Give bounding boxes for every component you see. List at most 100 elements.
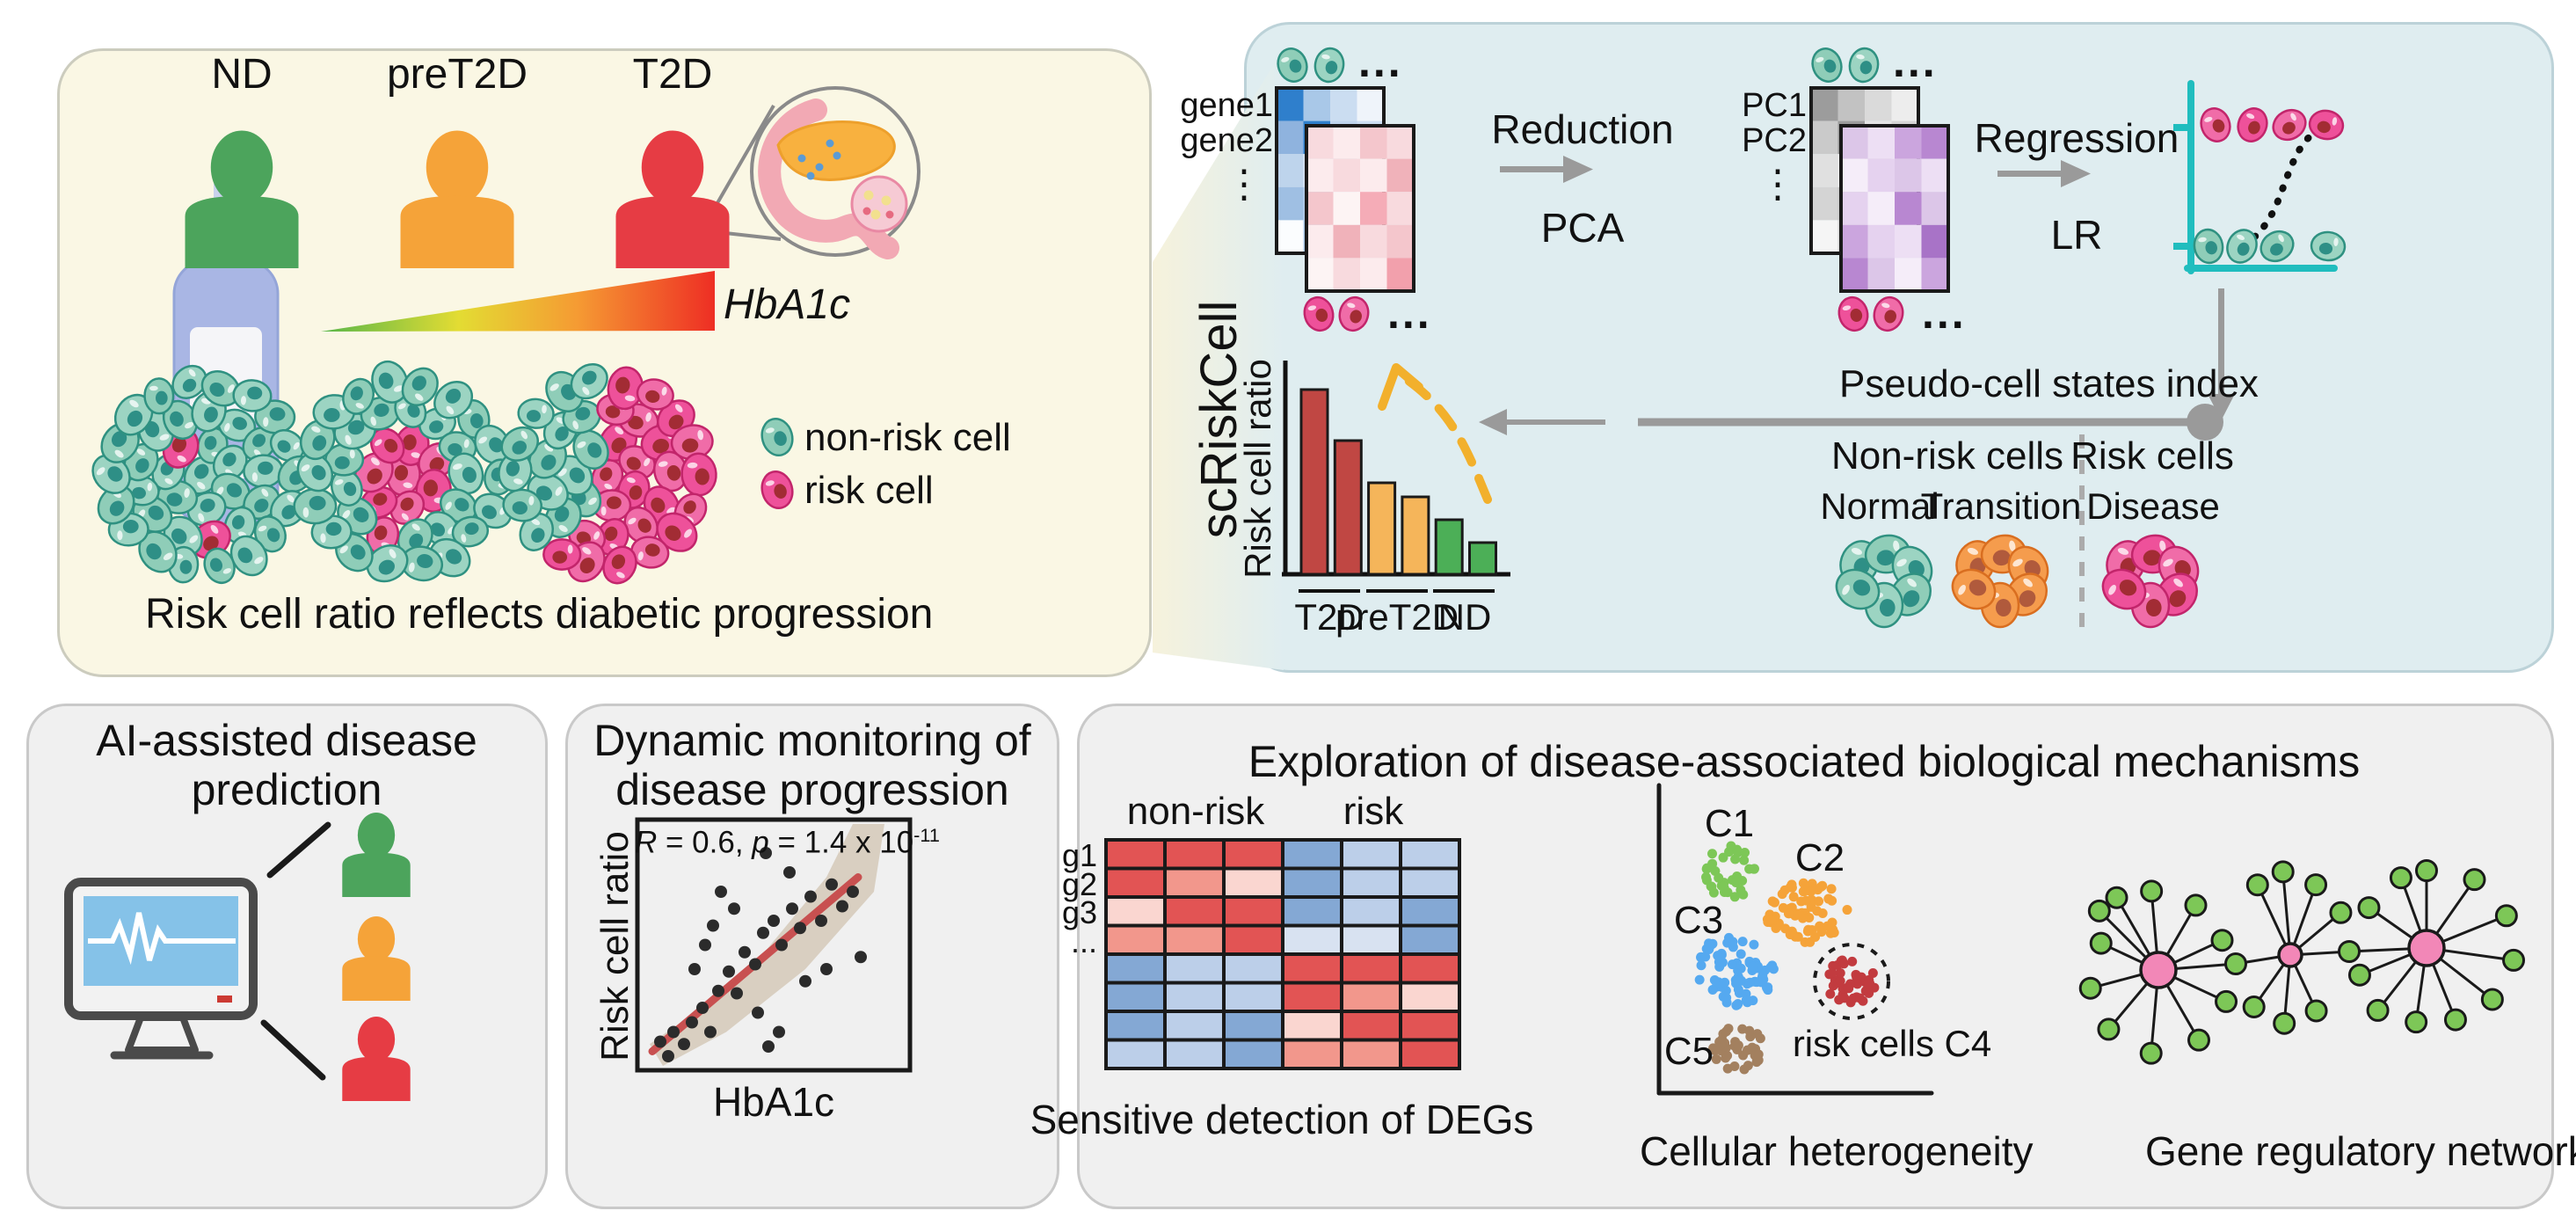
logistic-plot [2173, 80, 2346, 274]
heatmap-cell [1399, 1010, 1461, 1042]
network-gene-node [2184, 893, 2208, 917]
cell-icon [656, 512, 698, 552]
cluster-dot [1825, 988, 1836, 999]
matrix-cell [1277, 154, 1304, 187]
cell-icon [293, 487, 338, 525]
cell-icon [592, 489, 632, 522]
cluster-dot [1696, 960, 1706, 971]
cluster-dot [1714, 872, 1724, 883]
cluster-dot [1733, 984, 1743, 995]
gene-network [2078, 859, 2526, 1065]
matrix-cell [1386, 224, 1414, 259]
cell-icon [2237, 107, 2268, 142]
heatmap-cell [1163, 895, 1226, 928]
panel-a-graphics [91, 130, 794, 585]
bar [1367, 481, 1397, 576]
heatmap-cell [1340, 1038, 1402, 1070]
cell-icon [474, 424, 511, 464]
matrix-cell [1333, 158, 1360, 193]
cell-icon [653, 450, 688, 492]
matrix-cell [1921, 126, 1948, 159]
heatmap-row-g1: g1 [1061, 837, 1097, 873]
cluster-dot [1749, 939, 1759, 950]
cluster-dot [1736, 949, 1746, 959]
network-gene-node [2329, 901, 2353, 924]
cell-icon [2310, 230, 2347, 262]
cluster-dot [1867, 967, 1878, 978]
annotation-r-value: = 0.6, [657, 825, 753, 860]
barchart-group-t2d: T2D [1294, 596, 1364, 638]
heatmap-cell [1399, 1038, 1461, 1070]
risk-ratio-bars [1299, 388, 1497, 593]
heatmap-cell [1281, 952, 1343, 985]
matrix-cell [1867, 224, 1895, 259]
bar [1333, 439, 1363, 576]
matrix-cell [1841, 192, 1868, 225]
cell-icon [2272, 108, 2307, 142]
barchart-group-nd: ND [1437, 596, 1492, 638]
cluster-dot [1835, 967, 1845, 978]
network-gene-node [2405, 1010, 2428, 1034]
scatter-dot [749, 958, 761, 971]
heatmap-cell [1281, 981, 1343, 1013]
cluster-dot [1847, 956, 1858, 966]
scatter-dot [804, 890, 817, 903]
matrix-cell [1360, 126, 1387, 159]
scatter-dot [775, 938, 788, 952]
heatmap-cell [1281, 866, 1343, 899]
cluster-dot [1788, 892, 1799, 902]
matrix-cell [1330, 88, 1357, 121]
annotation-exponent: -11 [913, 824, 940, 846]
legend-nonrisk-icon [760, 417, 794, 457]
matrix-cell [1277, 186, 1304, 221]
cell-icon [2200, 107, 2231, 142]
cell-icon [607, 366, 644, 411]
matrix-cell [1333, 192, 1360, 225]
heatmap-cell [1104, 923, 1167, 956]
bar [1299, 388, 1329, 576]
heatmap-cell [1222, 1010, 1284, 1042]
heatmap-row-g3: g3 [1061, 894, 1097, 930]
network-gene-node [2089, 931, 2113, 955]
reduction-arrow [1500, 156, 1593, 183]
cluster-dot [1838, 959, 1849, 969]
matrix-cell [1811, 186, 1838, 221]
cluster-dot [1827, 895, 1837, 906]
matrix-cell [1386, 158, 1414, 193]
network-gene-node [2273, 1011, 2296, 1035]
bar [1468, 541, 1497, 576]
matrix-cell [1811, 88, 1838, 121]
cluster-dot [1704, 944, 1714, 955]
cell-icon [1338, 295, 1370, 332]
matrix1-cells-more-bottom: ... [1387, 288, 1432, 338]
matrix-cell [1306, 258, 1334, 291]
heatmap-cell [1222, 866, 1284, 899]
cluster-dot [1817, 908, 1828, 919]
cluster-dot [1863, 979, 1874, 989]
pipeline-side-label: scRiskCell [1190, 300, 1248, 539]
regression-arrow [1997, 160, 2091, 187]
matrix1-vdots: ⋮ [1225, 163, 1263, 206]
matrix-cell [1841, 224, 1868, 259]
panel-b-graphics [1275, 47, 2347, 629]
cluster-dot [1753, 1049, 1764, 1060]
cluster-dot [1711, 1054, 1721, 1064]
cell-icon [760, 470, 794, 510]
legend-risk-icon [760, 470, 794, 510]
cluster-dot [1708, 887, 1719, 898]
scatter-dot [799, 974, 811, 988]
cluster-dot [1743, 1045, 1753, 1055]
matrix-cell [1895, 158, 1922, 193]
matrix-cell [1386, 192, 1414, 225]
matrix-cell [1867, 258, 1895, 291]
cluster-label-risk-c4: risk cells C4 [1792, 1023, 1992, 1064]
cluster-dot [1729, 892, 1740, 902]
cell-cluster [498, 363, 717, 585]
cluster-dot [1766, 915, 1777, 925]
heatmap-cell [1104, 1010, 1167, 1042]
network-gene-node [2304, 873, 2328, 897]
network-gene-node [2215, 989, 2238, 1013]
scatter-dot [723, 965, 735, 978]
cell-icon [473, 492, 513, 529]
